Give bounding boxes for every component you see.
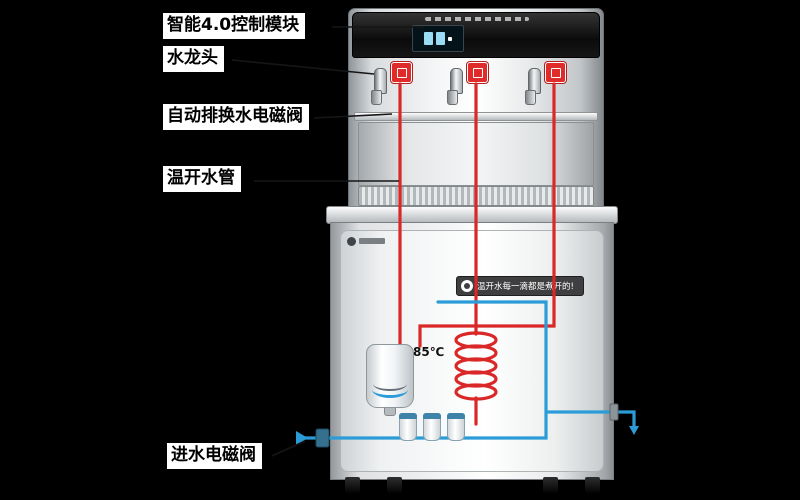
faucet-spout (525, 90, 536, 105)
leader-faucet (231, 59, 375, 75)
display-indicator (448, 36, 452, 41)
faucet-spout (447, 90, 458, 105)
machine-foot (543, 477, 558, 494)
filter-cartridge (423, 413, 441, 441)
faucet-hot-tag-icon (545, 62, 566, 83)
hot-water-pipes (398, 82, 556, 426)
cold-water-flow-arrows (296, 426, 639, 445)
display-screen (412, 25, 464, 52)
faucet-spout (371, 90, 382, 105)
faucet-1 (368, 62, 414, 106)
panel-caption-text (425, 17, 529, 21)
label-auto-drain-valve: 自动排换水电磁阀 (163, 104, 309, 131)
machine-foot (585, 477, 600, 494)
label-inlet-valve: 进水电磁阀 (167, 443, 262, 470)
slogan-badge: 温开水每一滴都是煮开的! (456, 276, 584, 296)
brand-logo-icon (347, 236, 356, 246)
hot-water-tank (366, 344, 414, 408)
faucet-hot-tag-icon (467, 62, 488, 83)
display-digit (436, 32, 445, 45)
filter-cartridge (447, 413, 465, 441)
outlet-connector (609, 403, 619, 421)
faucet-3 (522, 62, 568, 106)
machine-foot (345, 477, 360, 494)
leader-auto-drain-valve (313, 113, 393, 119)
brand-logo-text-mark (359, 238, 385, 244)
faucet-hot-tag-icon (391, 62, 412, 83)
faucet-2 (444, 62, 490, 106)
label-control-module: 智能4.0控制模块 (163, 13, 306, 40)
label-warm-water-pipe: 温开水管 (163, 166, 241, 193)
heating-coil (454, 331, 498, 401)
brand-logo (347, 235, 385, 247)
badge-text: 温开水每一滴都是煮开的! (477, 282, 574, 292)
label-faucet: 水龙头 (163, 46, 224, 73)
display-digit (424, 32, 433, 45)
filter-cartridge (399, 413, 417, 441)
tank-water-wave (372, 381, 408, 398)
inlet-solenoid-valve (315, 428, 330, 448)
machine-foot (387, 477, 402, 494)
tank-temperature: 85℃ (413, 345, 445, 359)
leader-inlet-valve (271, 440, 306, 457)
badge-logo-icon (461, 280, 473, 292)
